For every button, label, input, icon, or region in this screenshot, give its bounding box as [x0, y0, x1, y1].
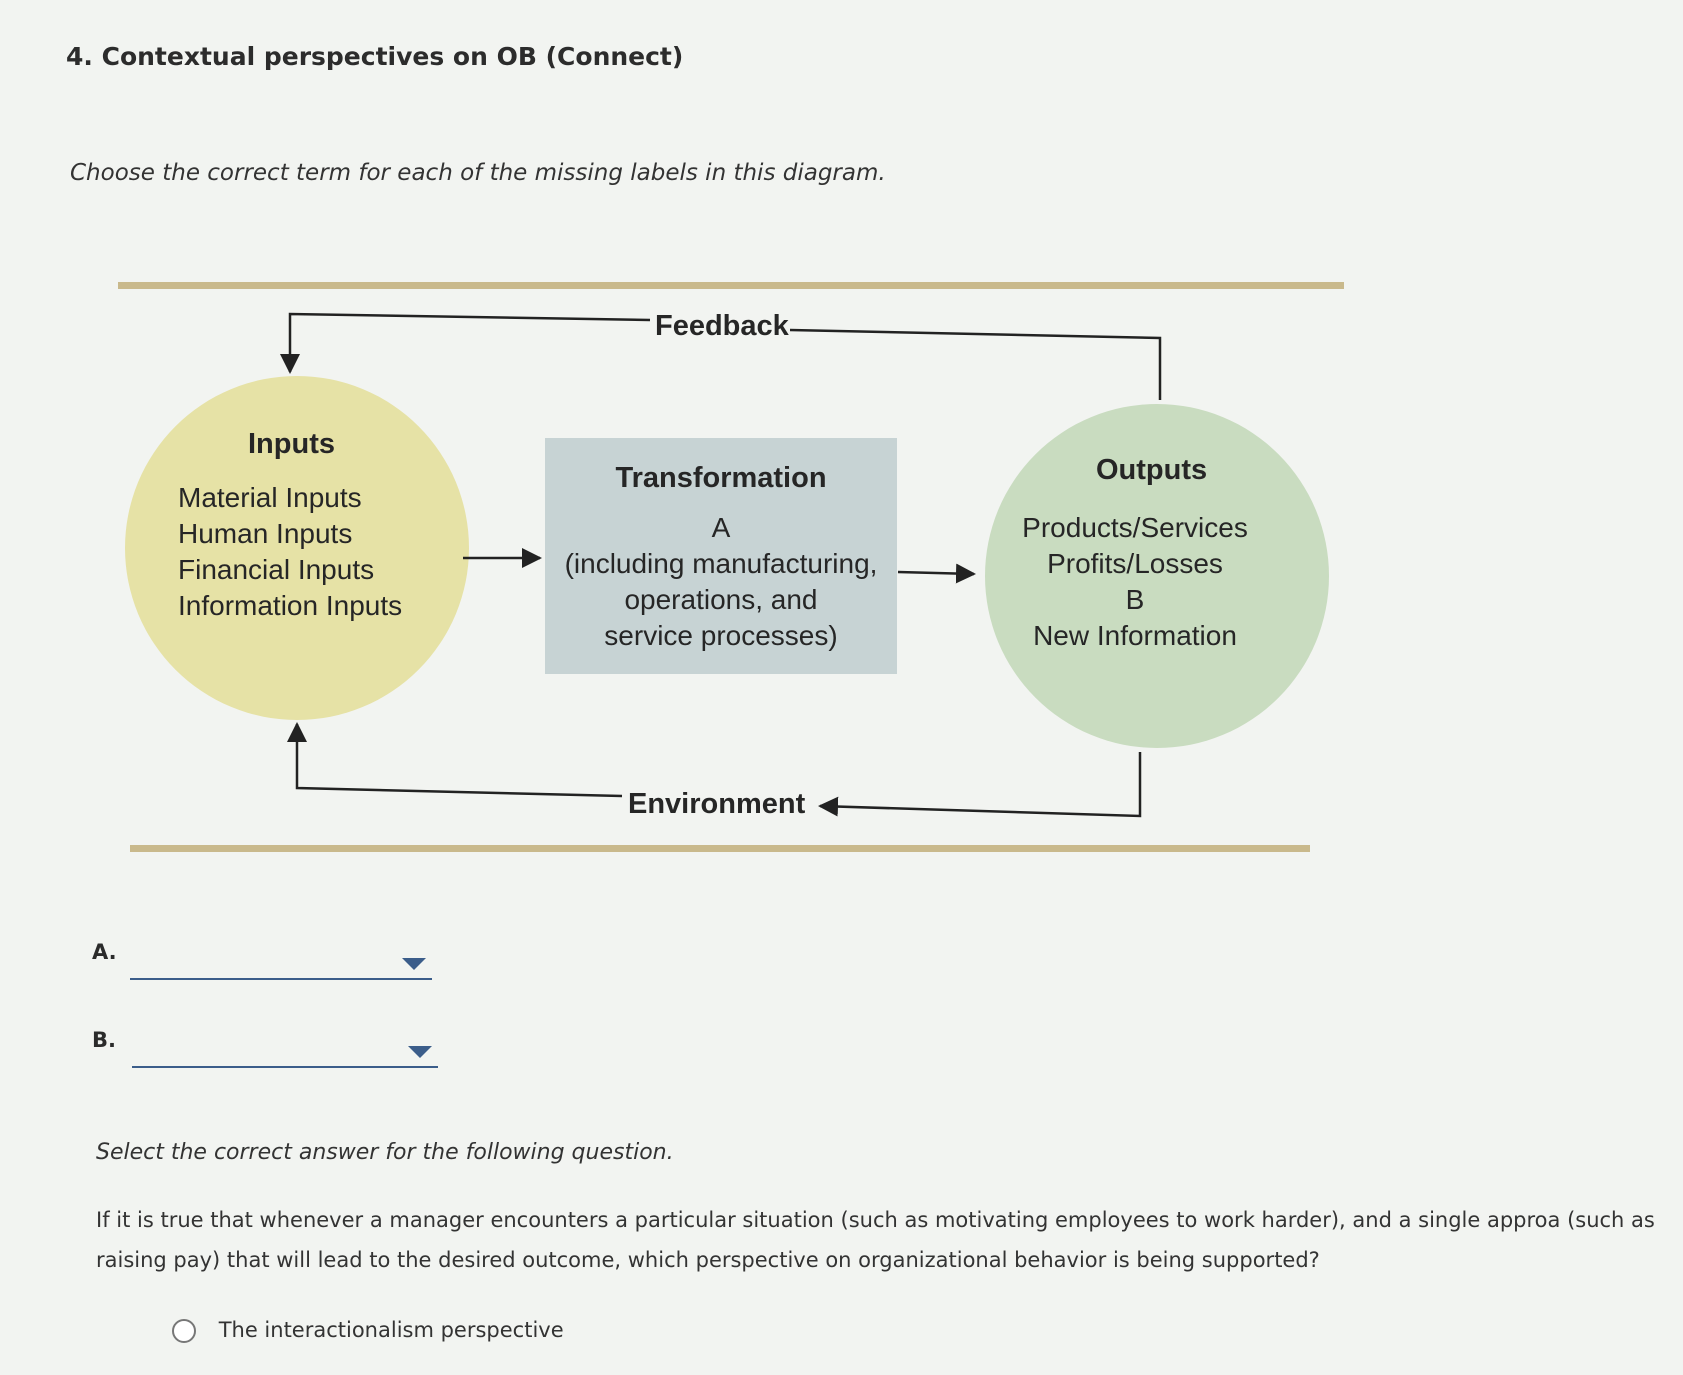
question-title: 4. Contextual perspectives on OB (Connec…: [66, 42, 684, 71]
outputs-circle: [985, 404, 1329, 748]
outputs-item: Products/Services: [1022, 512, 1248, 543]
outputs-list: Products/Services Profits/Losses B New I…: [1000, 510, 1270, 654]
transformation-line: (including manufacturing,: [564, 548, 878, 579]
chevron-down-icon: [408, 1046, 432, 1058]
answer-option[interactable]: The interactionalism perspective: [172, 1318, 564, 1343]
radio-button[interactable]: [172, 1319, 196, 1343]
feedback-label: Feedback: [655, 310, 789, 342]
answer-option-label: The interactionalism perspective: [218, 1318, 564, 1342]
question2-text: If it is true that whenever a manager en…: [96, 1208, 1655, 1272]
environment-line-left: [287, 722, 623, 798]
feedback-line: [789, 328, 1162, 400]
inputs-heading: Inputs: [248, 428, 335, 460]
inputs-circle: [125, 376, 469, 720]
outputs-item: New Information: [1033, 620, 1237, 651]
diagram-bottom-rule: [130, 845, 1310, 852]
transformation-line: service processes): [604, 620, 838, 651]
transformation-heading: Transformation: [615, 462, 827, 494]
outputs-heading: Outputs: [1096, 454, 1208, 486]
transformation-line: A: [711, 512, 731, 543]
instruction-text: Choose the correct term for each of the …: [70, 160, 886, 186]
environment-label: Environment: [628, 788, 806, 820]
question2-intro: Select the correct answer for the follow…: [96, 1140, 674, 1165]
blank-b-row: B.: [92, 1028, 128, 1052]
blank-b-dropdown[interactable]: [132, 1036, 438, 1068]
blank-a-row: A.: [92, 940, 128, 964]
inputs-item: Human Inputs: [178, 518, 353, 549]
inputs-item: Information Inputs: [178, 590, 403, 621]
diagram-top-rule: [118, 282, 1344, 289]
blank-a-letter: A.: [92, 940, 117, 964]
chevron-down-icon: [402, 958, 426, 970]
inputs-item: Financial Inputs: [178, 554, 375, 585]
transformation-box: [545, 438, 897, 674]
arrow-transformation-to-outputs: [897, 563, 976, 584]
feedback-line-left: [280, 312, 651, 374]
inputs-item: Material Inputs: [178, 482, 362, 513]
outputs-item: Profits/Losses: [1047, 548, 1223, 579]
blank-a-dropdown[interactable]: [130, 948, 432, 980]
blank-b-letter: B.: [92, 1028, 116, 1052]
inputs-list: Material Inputs Human Inputs Financial I…: [178, 480, 402, 624]
environment-line-right: [818, 752, 1142, 818]
transformation-lines: A (including manufacturing, operations, …: [545, 510, 897, 654]
outputs-item: B: [1125, 584, 1145, 615]
transformation-line: operations, and: [624, 584, 818, 615]
